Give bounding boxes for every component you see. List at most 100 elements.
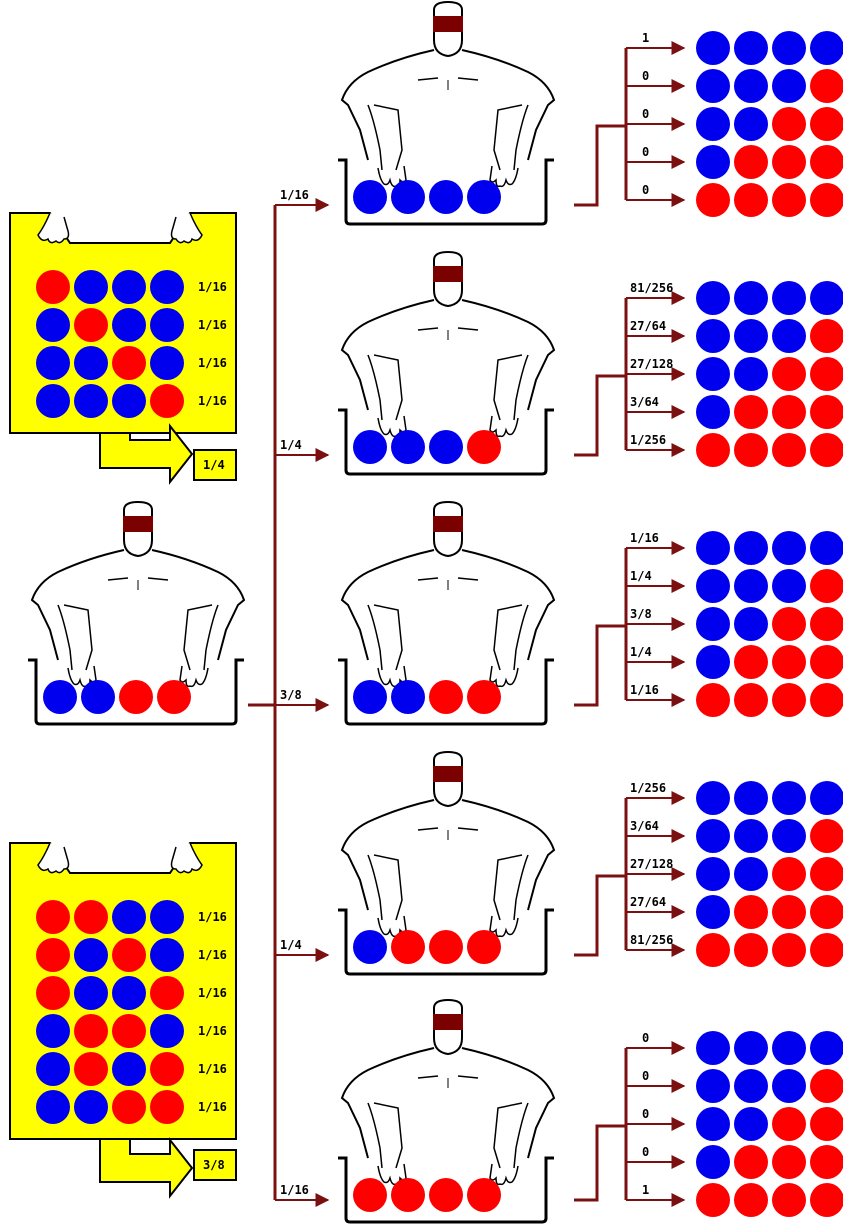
ball-red <box>772 107 806 141</box>
ball-red <box>734 933 768 967</box>
ball-blue <box>772 1069 806 1103</box>
person-figure <box>32 502 244 686</box>
ball-blue <box>734 1107 768 1141</box>
ball-blue <box>353 180 387 214</box>
ball-red <box>810 107 843 141</box>
ball-blue <box>810 281 843 315</box>
outcome-prob-label: 0 <box>642 69 649 83</box>
ball-red <box>772 1107 806 1141</box>
outcome-prob-label: 1/4 <box>630 569 652 583</box>
ball-blue <box>74 938 108 972</box>
draw-prob-label: 1/16 <box>198 394 227 408</box>
ball-red <box>810 683 843 717</box>
ball-blue <box>734 107 768 141</box>
ball-blue <box>150 346 184 380</box>
ball-blue <box>696 895 730 929</box>
draw-panel: 1/161/161/161/161/4 <box>10 213 236 482</box>
ball-red <box>112 1014 146 1048</box>
ball-blue <box>429 430 463 464</box>
ball-blue <box>112 308 146 342</box>
draw-prob-label: 1/16 <box>198 986 227 1000</box>
ball-red <box>810 357 843 391</box>
ball-blue <box>810 781 843 815</box>
ball-blue <box>696 607 730 641</box>
fork-connector <box>574 1126 626 1200</box>
ball-red <box>467 1178 501 1212</box>
ball-blue <box>696 281 730 315</box>
ball-red <box>734 433 768 467</box>
ball-blue <box>810 31 843 65</box>
ball-blue <box>391 680 425 714</box>
ball-blue <box>772 569 806 603</box>
draw-prob-label: 1/16 <box>198 318 227 332</box>
ball-blue <box>391 180 425 214</box>
ball-red <box>772 1183 806 1217</box>
ball-red <box>36 900 70 934</box>
ball-blue <box>696 569 730 603</box>
ball-red <box>810 395 843 429</box>
draw-prob-label: 1/16 <box>198 910 227 924</box>
fork-connector <box>574 376 626 455</box>
ball-blue <box>696 857 730 891</box>
ball-blue <box>81 680 115 714</box>
ball-blue <box>74 270 108 304</box>
ball-blue <box>150 938 184 972</box>
ball-red <box>429 1178 463 1212</box>
ball-blue <box>734 1069 768 1103</box>
ball-blue <box>734 531 768 565</box>
ball-blue <box>696 357 730 391</box>
total-prob-label: 3/8 <box>203 1158 225 1172</box>
ball-red <box>810 1069 843 1103</box>
ball-blue <box>696 107 730 141</box>
ball-red <box>734 645 768 679</box>
outcome-prob-label: 0 <box>642 1107 649 1121</box>
ball-blue <box>112 270 146 304</box>
ball-red <box>353 1178 387 1212</box>
ball-blue <box>772 319 806 353</box>
ball-blue <box>734 357 768 391</box>
ball-red <box>391 1178 425 1212</box>
ball-blue <box>734 819 768 853</box>
ball-red <box>810 895 843 929</box>
ball-blue <box>112 384 146 418</box>
outcome-prob-label: 1/16 <box>630 531 659 545</box>
outcome-prob-label: 27/64 <box>630 895 666 909</box>
blindfolded-person <box>338 752 554 974</box>
ball-red <box>150 384 184 418</box>
person-figure <box>342 752 554 936</box>
ball-red <box>467 930 501 964</box>
yellow-arrow <box>100 1139 192 1196</box>
ball-blue <box>772 781 806 815</box>
ball-blue <box>772 531 806 565</box>
ball-blue <box>772 69 806 103</box>
ball-blue <box>734 69 768 103</box>
branch-prob-label: 1/4 <box>280 938 302 952</box>
ball-blue <box>467 180 501 214</box>
ball-red <box>467 680 501 714</box>
fork-connector <box>574 126 626 205</box>
outcome-group: 1/161/43/81/41/16 <box>574 531 843 717</box>
outcome-prob-label: 3/64 <box>630 395 659 409</box>
person-figure <box>342 2 554 186</box>
ball-blue <box>696 395 730 429</box>
ball-red <box>810 569 843 603</box>
ball-red <box>772 607 806 641</box>
blindfolded-person <box>338 2 554 224</box>
ball-red <box>150 1052 184 1086</box>
ball-blue <box>772 31 806 65</box>
ball-red <box>734 1145 768 1179</box>
ball-red <box>734 183 768 217</box>
person-figure <box>342 502 554 686</box>
draw-prob-label: 1/16 <box>198 356 227 370</box>
ball-blue <box>734 31 768 65</box>
outcome-group: 1/2563/6427/12827/6481/256 <box>574 781 843 967</box>
blindfolded-person <box>338 252 554 474</box>
branch-prob-label: 1/16 <box>280 188 309 202</box>
ball-blue <box>112 900 146 934</box>
fork-connector <box>574 626 626 705</box>
ball-red <box>74 1052 108 1086</box>
ball-blue <box>112 1052 146 1086</box>
ball-red <box>772 183 806 217</box>
